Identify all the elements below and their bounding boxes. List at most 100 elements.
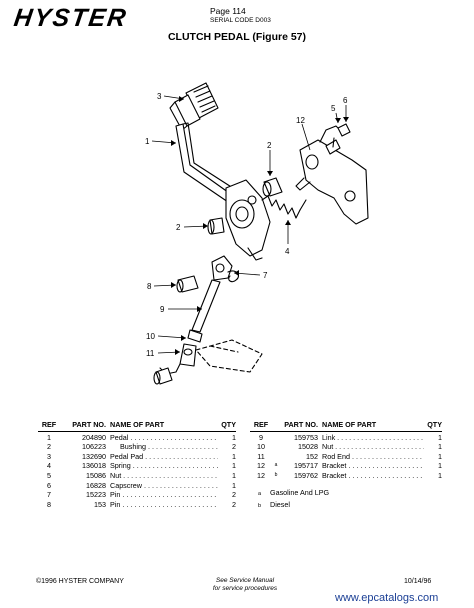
qty-cell: 1	[232, 470, 236, 480]
table-row: 616828Capscrew1	[38, 481, 236, 491]
ref-cell: 12	[257, 470, 265, 480]
table-row: 9 159753 Link 1	[250, 433, 442, 443]
footnote: b Diesel	[258, 500, 442, 512]
qty-cell: 1	[232, 432, 236, 442]
part-number-cell: 136018	[82, 461, 106, 471]
page-number: Page 114	[210, 6, 246, 16]
part-number-cell: 15028	[298, 442, 318, 452]
part-name-cell: Nut	[318, 442, 424, 452]
part-name-cell: Nut	[106, 471, 218, 481]
pin-lower-part	[153, 367, 173, 385]
part-name-cell: Rod End	[318, 452, 424, 462]
ref-cell: 9	[259, 432, 263, 442]
table-row: 11 152 Rod End 1	[250, 452, 442, 462]
clevis-part	[211, 255, 239, 283]
footnote-mark: b	[258, 503, 262, 510]
page-title: CLUTCH PEDAL (Figure 57)	[167, 31, 307, 43]
part-name-text: Capscrew	[110, 481, 218, 490]
ref-cell: 12	[257, 461, 265, 471]
serial-code: SERIAL CODE D003	[210, 17, 271, 24]
capscrew-part	[325, 123, 351, 155]
table-row: 2106223Bushing2	[38, 442, 236, 452]
part-number-cell: 15086	[86, 470, 106, 480]
ref-cell: 2	[47, 442, 51, 452]
part-name-text: Rod End	[322, 452, 424, 461]
part-number-cell: 195717	[294, 461, 318, 471]
watermark-link[interactable]: www.epcatalogs.com	[335, 592, 439, 604]
qty-cell: 1	[438, 470, 442, 480]
part-name-text: Bracket	[322, 461, 424, 470]
bushing-part	[207, 217, 225, 235]
footnote-mark: b	[274, 471, 278, 478]
table-row: 8 153 Pin 2	[38, 500, 236, 510]
table-row: 715223Pin2	[38, 490, 236, 500]
part-name-cell: Pin	[106, 500, 218, 510]
part-name-cell: Capscrew	[106, 481, 218, 491]
part-name-text: Link	[322, 433, 424, 442]
footnote-mark: a	[258, 490, 262, 497]
footnote-mark	[272, 442, 280, 452]
ref-cell: 5	[47, 470, 51, 480]
ref-cell: 4	[47, 461, 51, 471]
part-name-cell: Spring	[106, 461, 218, 471]
pin-part	[176, 275, 199, 293]
qty-cell: 1	[438, 461, 442, 471]
qty-cell: 2	[232, 490, 236, 500]
table-row: 12 a 195717 Bracket 1	[250, 461, 442, 471]
part-name-text: Pedal Pad	[110, 452, 218, 461]
qty-cell: 2	[232, 442, 236, 452]
callout-10: 10	[146, 332, 155, 341]
copyright: ©1996 HYSTER COMPANY	[36, 578, 124, 585]
ref-cell: 11	[257, 451, 265, 461]
callout-2b: 2	[176, 223, 181, 232]
part-name-cell: Link	[318, 433, 424, 443]
table-row: 4 136018 Spring 1	[38, 461, 236, 471]
ref-cell: 7	[47, 490, 51, 500]
footnote: a Gasoline And LPG	[258, 488, 442, 500]
part-name-text: Nut	[110, 471, 218, 480]
part-name-text: Pin	[110, 500, 218, 509]
footnote-mark	[272, 452, 280, 462]
part-name-cell: Bracket	[318, 461, 424, 471]
callout-6: 6	[343, 96, 348, 105]
bushing-upper-part	[262, 177, 283, 197]
part-name-text: Pin	[110, 490, 218, 499]
part-number-cell: 159753	[294, 432, 318, 442]
spring-part	[261, 195, 307, 219]
footnote-mark: a	[274, 462, 278, 469]
qty-cell: 1	[438, 432, 442, 442]
qty-cell: 1	[438, 451, 442, 461]
footnote-mark	[272, 433, 280, 443]
ref-cell: 8	[47, 499, 51, 509]
qty-cell: 1	[438, 442, 442, 452]
part-name-cell: Pedal Pad	[106, 452, 218, 462]
part-number-cell: 204890	[82, 432, 106, 442]
part-name-text: Spring	[110, 461, 218, 470]
part-name-cell: Pedal	[106, 433, 218, 443]
ref-cell: 10	[257, 442, 265, 452]
callout-12: 12	[296, 116, 305, 125]
callout-2: 2	[267, 141, 272, 150]
part-number-cell: 16828	[86, 480, 106, 490]
ref-cell: 6	[47, 480, 51, 490]
callout-11: 11	[146, 349, 155, 358]
callout-5: 5	[331, 104, 336, 113]
part-number-cell: 106223	[82, 442, 106, 452]
qty-cell: 1	[232, 451, 236, 461]
pedal-arm-part	[175, 122, 271, 261]
qty-cell: 2	[232, 499, 236, 509]
table-row: 1204890Pedal1	[38, 433, 236, 443]
table-header: REF PART NO. NAME OF PART QTY	[38, 420, 236, 432]
footnote-text: Gasoline And LPG	[270, 487, 330, 497]
footnote-text: Diesel	[270, 500, 290, 510]
callout-8: 8	[147, 282, 152, 291]
part-number-cell: 159762	[294, 470, 318, 480]
pedal-pad-part	[169, 82, 219, 131]
part-number-cell: 152	[306, 451, 318, 461]
part-number-cell: 153	[94, 499, 106, 509]
callout-3: 3	[157, 92, 162, 101]
qty-cell: 1	[232, 461, 236, 471]
